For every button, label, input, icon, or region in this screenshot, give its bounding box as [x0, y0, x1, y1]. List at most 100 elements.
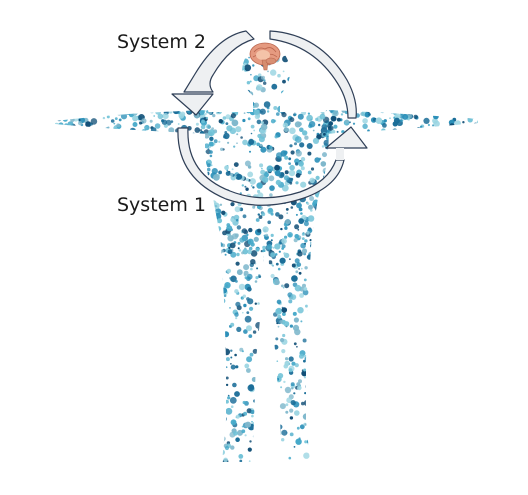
body-dot: [209, 150, 213, 154]
body-dot: [255, 218, 260, 222]
body-dot: [383, 119, 387, 123]
body-dot: [108, 109, 113, 113]
body-dot: [293, 238, 298, 243]
body-dot: [227, 141, 230, 144]
body-dot: [221, 416, 227, 422]
body-dot: [302, 413, 310, 420]
body-dot: [254, 114, 260, 120]
body-dot: [86, 112, 92, 117]
body-dot: [243, 112, 246, 114]
body-dot: [294, 328, 301, 336]
body-dot: [390, 111, 394, 114]
body-dot: [208, 107, 213, 112]
body-dot: [211, 238, 218, 245]
body-dot: [247, 447, 252, 452]
body-dot: [230, 419, 237, 426]
body-dot: [326, 135, 331, 141]
body-dot: [442, 108, 445, 111]
body-dot: [294, 224, 300, 230]
body-dot: [155, 108, 162, 115]
body-dot: [257, 192, 264, 199]
body-dot: [243, 270, 249, 276]
body-dot: [136, 130, 140, 133]
body-dot: [168, 109, 173, 114]
body-dot: [263, 369, 268, 375]
body-dot: [352, 122, 356, 125]
body-dot: [464, 105, 472, 113]
body-dot: [336, 117, 341, 122]
body-dot: [110, 106, 114, 111]
body-dot: [286, 397, 293, 404]
body-dot: [274, 279, 280, 285]
body-dot: [268, 145, 273, 150]
body-dot: [308, 394, 314, 400]
body-dot: [60, 127, 66, 134]
body-dot: [248, 246, 253, 251]
body-dot: [90, 118, 98, 125]
body-dot: [288, 356, 294, 362]
body-dot: [217, 321, 223, 327]
body-dot: [283, 363, 289, 369]
body-dot: [236, 326, 242, 332]
body-dot: [235, 317, 238, 320]
body-dot: [213, 379, 220, 386]
body-dot: [219, 203, 223, 206]
body-dot: [297, 251, 303, 257]
body-dot: [318, 229, 323, 235]
body-dot: [311, 430, 315, 434]
body-dot: [56, 126, 59, 129]
body-dot: [260, 409, 266, 415]
body-dot: [257, 352, 262, 358]
body-dot: [65, 113, 71, 119]
body-dot: [225, 366, 228, 369]
body-dot: [230, 107, 236, 113]
body-dot: [230, 405, 234, 409]
body-dot: [417, 129, 424, 135]
body-dot: [294, 158, 300, 164]
body-dot: [301, 370, 308, 377]
body-dot: [217, 340, 222, 345]
body-dot: [287, 76, 293, 82]
body-dot: [281, 90, 286, 96]
body-dot: [66, 131, 73, 139]
body-dot: [279, 257, 286, 264]
body-dot: [328, 121, 333, 126]
body-dot: [298, 268, 300, 270]
body-dot: [212, 227, 216, 232]
body-dot: [248, 139, 255, 145]
body-dot: [257, 213, 260, 216]
body-dot: [319, 227, 326, 234]
body-dot: [260, 146, 267, 153]
body-dot: [242, 118, 246, 123]
body-dot: [291, 361, 296, 366]
body-dot: [58, 126, 63, 131]
body-dot: [293, 317, 299, 323]
body-dot: [230, 349, 233, 352]
body-dot: [198, 109, 205, 116]
body-dot: [242, 294, 246, 298]
body-dot: [270, 233, 274, 237]
body-dot: [269, 363, 274, 369]
body-dot: [269, 185, 275, 191]
body-dot: [248, 227, 253, 233]
body-dot: [242, 107, 247, 112]
body-dot: [55, 132, 60, 137]
body-dot: [265, 400, 271, 407]
body-dot: [282, 122, 289, 128]
body-dot: [255, 276, 259, 280]
body-dot: [298, 207, 303, 212]
body-dot: [303, 368, 307, 372]
body-dot: [200, 219, 204, 223]
body-dot: [270, 273, 275, 279]
body-dot: [288, 169, 296, 177]
body-dot: [280, 386, 283, 389]
body-dot: [473, 122, 478, 127]
body-dot: [266, 327, 269, 330]
body-dot: [303, 278, 307, 282]
body-dot: [438, 128, 441, 131]
body-dot: [218, 276, 224, 282]
body-dot: [216, 108, 221, 113]
body-dot: [234, 108, 237, 111]
body-dot: [312, 336, 318, 342]
body-dot: [154, 123, 161, 129]
